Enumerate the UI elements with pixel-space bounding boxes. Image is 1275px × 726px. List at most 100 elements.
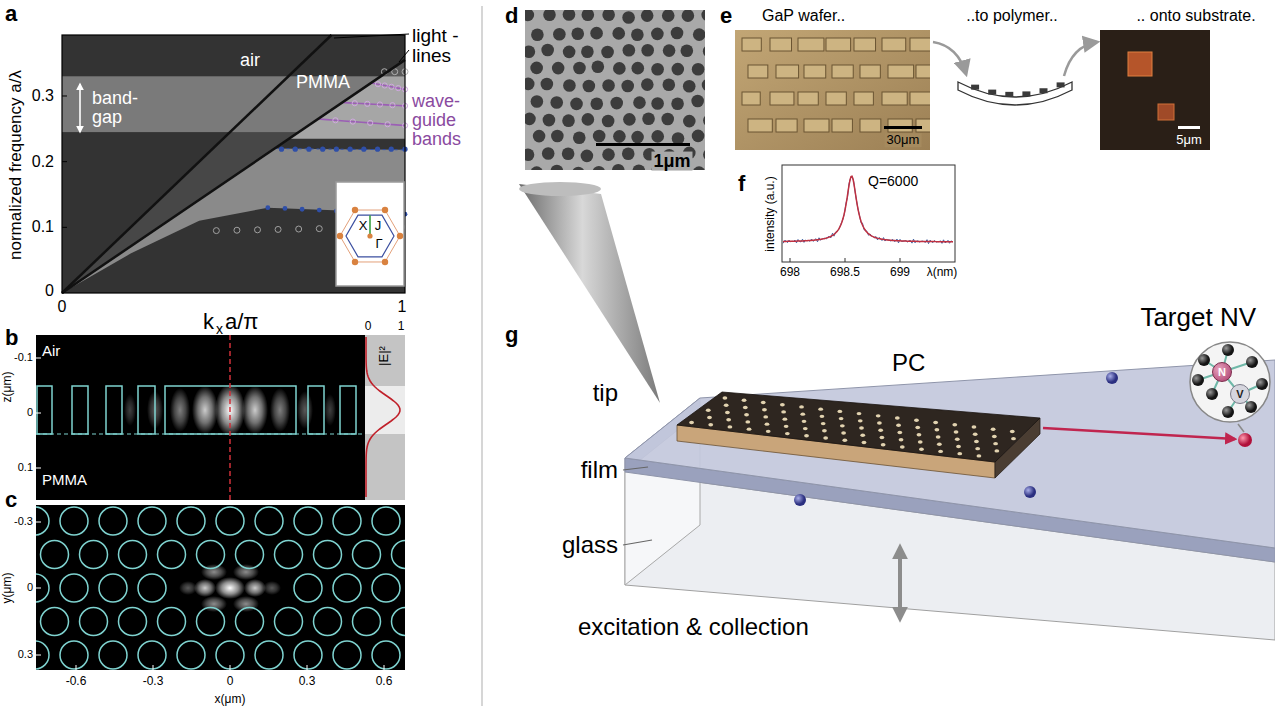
- device-rectangle: [798, 92, 818, 105]
- field-lobe: [244, 579, 266, 597]
- air-hole: [138, 574, 166, 602]
- polymer-stamp: [958, 82, 1072, 105]
- tick-label: 0.1: [18, 462, 33, 474]
- field-lobe: [324, 394, 336, 426]
- air-hole: [900, 445, 905, 448]
- leader-line: [623, 467, 648, 470]
- nv-center: [794, 494, 806, 506]
- air-hole: [372, 641, 400, 669]
- air-hole: [692, 63, 705, 76]
- step-label: GaP wafer..: [762, 8, 845, 25]
- air-hole: [275, 608, 303, 636]
- slab-front: [677, 425, 995, 478]
- band-point: [348, 147, 353, 152]
- air-hole: [216, 641, 244, 669]
- device-on-stamp: [1040, 88, 1048, 93]
- air-hole: [641, 78, 654, 91]
- air-hole: [878, 429, 883, 432]
- tick-label: 699: [890, 266, 910, 279]
- air-hole: [671, 27, 684, 40]
- tick-label: 0: [365, 320, 372, 333]
- air-hole: [621, 80, 634, 93]
- carbon-atom: [1222, 344, 1234, 356]
- band-point: [275, 226, 281, 232]
- band-point: [375, 147, 380, 152]
- plot-frame: [62, 35, 405, 293]
- air-hole: [602, 79, 615, 92]
- air-hole: [672, 132, 685, 145]
- band-point: [334, 147, 339, 152]
- symmetry-point: J: [375, 219, 382, 233]
- device-rectangle: [882, 38, 906, 51]
- air-hole: [1011, 437, 1016, 440]
- air-hole: [593, 166, 606, 170]
- air-hole: [631, 62, 644, 75]
- axis-title: z(μm): [1, 372, 14, 403]
- air-hole: [859, 426, 864, 429]
- air-hole: [372, 507, 400, 535]
- air-hole: [541, 78, 554, 91]
- axis-title: λ(nm): [927, 266, 958, 279]
- air-hole: [583, 80, 596, 93]
- node-heading: PC: [892, 350, 925, 375]
- air-hole: [820, 415, 825, 418]
- tick-label: 0: [58, 299, 67, 316]
- air-hole: [804, 434, 809, 437]
- band-point: [265, 205, 270, 210]
- step-arrow: [1064, 42, 1097, 76]
- device-rectangle: [826, 38, 851, 51]
- air-hole: [702, 79, 705, 92]
- device-rectangle: [854, 38, 876, 51]
- part-label: tip: [593, 380, 618, 405]
- device-rectangle: [770, 38, 792, 51]
- air-hole: [197, 541, 225, 569]
- gamma-x-line: [369, 215, 371, 236]
- air-hole: [119, 541, 147, 569]
- air-hole: [333, 574, 361, 602]
- panel-letter: b: [5, 326, 18, 349]
- air-hole: [590, 27, 603, 40]
- air-hole: [708, 423, 713, 426]
- air-hole: [612, 164, 625, 170]
- air-hole: [672, 63, 685, 76]
- device-rectangle: [770, 92, 794, 105]
- lattice-bond: [1222, 372, 1240, 394]
- air-hole: [972, 425, 977, 428]
- air-hole: [799, 405, 804, 408]
- band-point: [293, 147, 298, 152]
- band-point: [389, 147, 394, 152]
- node-heading: Target NV: [1140, 304, 1256, 331]
- tick-mark: [62, 161, 67, 162]
- air-hole: [541, 44, 554, 57]
- air-hole: [60, 574, 88, 602]
- air-hole: [693, 166, 705, 170]
- device-on-substrate: [1128, 52, 1152, 76]
- air-hole: [581, 45, 594, 58]
- air-hole: [216, 507, 244, 535]
- air-hole: [551, 130, 564, 143]
- symmetry-point: Γ: [375, 237, 382, 251]
- air-hole: [703, 148, 705, 161]
- scale-bar: [884, 126, 922, 129]
- field-lobe: [233, 564, 259, 580]
- excitation-arrow: [898, 548, 902, 618]
- field-lobe: [297, 391, 313, 429]
- air-hole: [602, 148, 615, 161]
- air-hole: [726, 418, 731, 421]
- air-hole: [372, 574, 400, 602]
- tick-mark: [36, 588, 41, 589]
- air-hole: [743, 406, 748, 409]
- air-hole: [957, 452, 962, 455]
- device-on-stamp: [971, 85, 979, 90]
- panel-letter: c: [5, 488, 17, 511]
- lattice-bond: [1228, 394, 1240, 412]
- air-hole: [255, 641, 283, 669]
- gap-label: band- gap: [92, 89, 146, 127]
- tick-label: 0.3: [299, 675, 316, 688]
- air-hole: [602, 10, 615, 21]
- air-hole: [392, 541, 406, 569]
- axis-subscript: x: [216, 322, 223, 337]
- air-hole: [1010, 430, 1015, 433]
- air-hole: [602, 115, 615, 128]
- lattice-point: [367, 233, 372, 238]
